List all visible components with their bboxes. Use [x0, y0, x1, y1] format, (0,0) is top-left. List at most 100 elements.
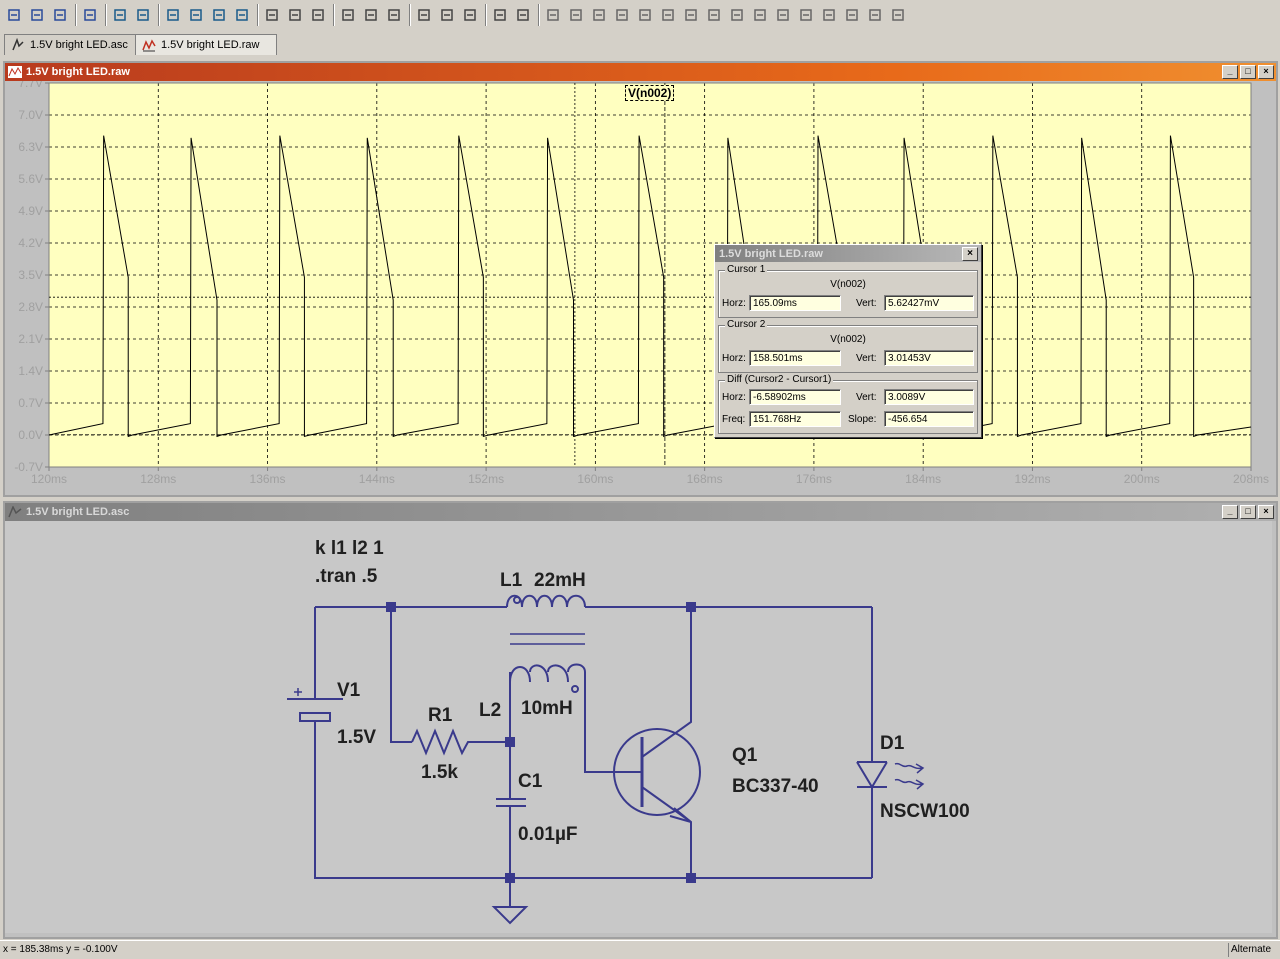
move-icon[interactable] — [727, 5, 747, 25]
schematic-window-titlebar[interactable]: 1.5V bright LED.asc _ □ × — [5, 503, 1276, 521]
inductor-icon[interactable] — [658, 5, 678, 25]
cursor2-group: Cursor 2 V(n002) Horz: 158.501ms Vert: 3… — [718, 319, 978, 373]
cursor1-horz-field[interactable]: 165.09ms — [749, 295, 841, 311]
mirror-icon[interactable] — [842, 5, 862, 25]
v1-name[interactable]: V1 — [337, 680, 361, 701]
directive-tran[interactable]: .tran .5 — [315, 566, 378, 587]
q1-name[interactable]: Q1 — [732, 745, 758, 766]
zoom-in-icon[interactable] — [163, 5, 183, 25]
diff-freq-field[interactable]: 151.768Hz — [749, 411, 841, 427]
diff-label: Diff (Cursor2 - Cursor1) — [725, 374, 834, 385]
maximize-button[interactable]: □ — [1240, 65, 1256, 79]
cursor2-horz-field[interactable]: 158.501ms — [749, 350, 841, 366]
diff-vert-label: Vert: — [856, 392, 877, 403]
tile-vertical-icon[interactable] — [361, 5, 381, 25]
schematic-canvas[interactable]: k l1 l2 1 .tran .5 V1 1.5V R1 1.5k L1 22… — [5, 521, 1272, 933]
tile-horizontal-icon[interactable] — [308, 5, 328, 25]
run-icon[interactable] — [110, 5, 130, 25]
toolbar-separator — [333, 4, 335, 26]
r1-value[interactable]: 1.5k — [421, 762, 458, 783]
v1-value[interactable]: 1.5V — [337, 727, 376, 748]
wire-icon[interactable] — [543, 5, 563, 25]
cursor-icon[interactable] — [285, 5, 305, 25]
plot-frame — [48, 82, 1252, 468]
x-tick-label: 168ms — [687, 472, 723, 486]
label-icon[interactable] — [589, 5, 609, 25]
y-tick-label: 4.2V — [18, 236, 43, 250]
find-icon[interactable] — [460, 5, 480, 25]
print-setup-icon[interactable] — [490, 5, 510, 25]
l2-value[interactable]: 10mH — [521, 698, 573, 719]
resistor-icon[interactable] — [612, 5, 632, 25]
new-schematic-icon[interactable] — [4, 5, 24, 25]
x-tick-label: 152ms — [468, 472, 504, 486]
autorange-icon[interactable] — [262, 5, 282, 25]
ground-icon[interactable] — [566, 5, 586, 25]
minimize-button[interactable]: _ — [1222, 65, 1238, 79]
cascade-icon[interactable] — [338, 5, 358, 25]
close-button[interactable]: × — [1258, 505, 1274, 519]
schematic-window-title: 1.5V bright LED.asc — [26, 506, 130, 518]
cursor1-vert-field[interactable]: 5.62427mV — [884, 295, 974, 311]
paste-icon[interactable] — [437, 5, 457, 25]
tab-schematic-label: 1.5V bright LED.asc — [30, 39, 128, 51]
c1-value[interactable]: 0.01µF — [518, 824, 578, 845]
close-button[interactable]: × — [1258, 65, 1274, 79]
component-icon[interactable] — [704, 5, 724, 25]
cut-icon[interactable] — [384, 5, 404, 25]
waveform-window-titlebar[interactable]: 1.5V bright LED.raw _ □ × — [5, 63, 1276, 81]
d1-name[interactable]: D1 — [880, 733, 905, 754]
zoom-pan-icon[interactable] — [186, 5, 206, 25]
cursor-dialog-title[interactable]: 1.5V bright LED.raw — [715, 245, 981, 262]
cursor2-horz-label: Horz: — [722, 353, 746, 364]
l2-name[interactable]: L2 — [479, 700, 501, 721]
rotate-icon[interactable] — [819, 5, 839, 25]
cursor-dialog-close-button[interactable]: × — [962, 247, 978, 261]
capacitor-icon[interactable] — [635, 5, 655, 25]
cursor1-group: Cursor 1 V(n002) Horz: 165.09ms Vert: 5.… — [718, 264, 978, 318]
spice-directive-icon[interactable] — [888, 5, 908, 25]
trace-label[interactable]: V(n002) — [625, 85, 675, 101]
l1-name[interactable]: L1 — [500, 570, 523, 591]
maximize-button[interactable]: □ — [1240, 505, 1256, 519]
r1-name[interactable]: R1 — [428, 705, 453, 726]
open-icon[interactable] — [27, 5, 47, 25]
status-coordinates: x = 185.38ms y = -0.100V — [3, 944, 118, 955]
minimize-button[interactable]: _ — [1222, 505, 1238, 519]
halt-icon[interactable] — [133, 5, 153, 25]
diff-vert-field[interactable]: 3.0089V — [884, 389, 974, 405]
schematic-icon — [12, 38, 24, 51]
q1-value[interactable]: BC337-40 — [732, 776, 819, 797]
x-tick-label: 144ms — [359, 472, 395, 486]
control-panel-icon[interactable] — [80, 5, 100, 25]
plot-cursors[interactable] — [49, 83, 1251, 467]
l1-value[interactable]: 22mH — [534, 570, 586, 591]
directive-coupling[interactable]: k l1 l2 1 — [315, 538, 384, 559]
x-tick-label: 136ms — [250, 472, 286, 486]
cursor2-vert-field[interactable]: 3.01453V — [884, 350, 974, 366]
diff-slope-field[interactable]: -456.654 — [884, 411, 974, 427]
diff-freq-label: Freq: — [722, 414, 746, 425]
undo-icon[interactable] — [773, 5, 793, 25]
print-icon[interactable] — [513, 5, 533, 25]
save-icon[interactable] — [50, 5, 70, 25]
tab-schematic[interactable]: 1.5V bright LED.asc — [4, 34, 144, 55]
d1-value[interactable]: NSCW100 — [880, 801, 970, 822]
y-tick-label: 2.1V — [18, 332, 43, 346]
diode-icon[interactable] — [681, 5, 701, 25]
zoom-fit-icon[interactable] — [232, 5, 252, 25]
text-icon[interactable] — [865, 5, 885, 25]
y-tick-label: 1.4V — [18, 364, 43, 378]
copy-icon[interactable] — [414, 5, 434, 25]
diff-horz-field[interactable]: -6.58902ms — [749, 389, 841, 405]
diff-group: Diff (Cursor2 - Cursor1) Horz: -6.58902m… — [718, 374, 978, 434]
waveform-icon — [142, 39, 156, 52]
zoom-out-icon[interactable] — [209, 5, 229, 25]
c1-name[interactable]: C1 — [518, 771, 543, 792]
redo-icon[interactable] — [796, 5, 816, 25]
y-tick-label: 7.0V — [18, 108, 43, 122]
cursor2-vert-label: Vert: — [856, 353, 877, 364]
tab-waveform[interactable]: 1.5V bright LED.raw — [135, 34, 277, 55]
drag-icon[interactable] — [750, 5, 770, 25]
